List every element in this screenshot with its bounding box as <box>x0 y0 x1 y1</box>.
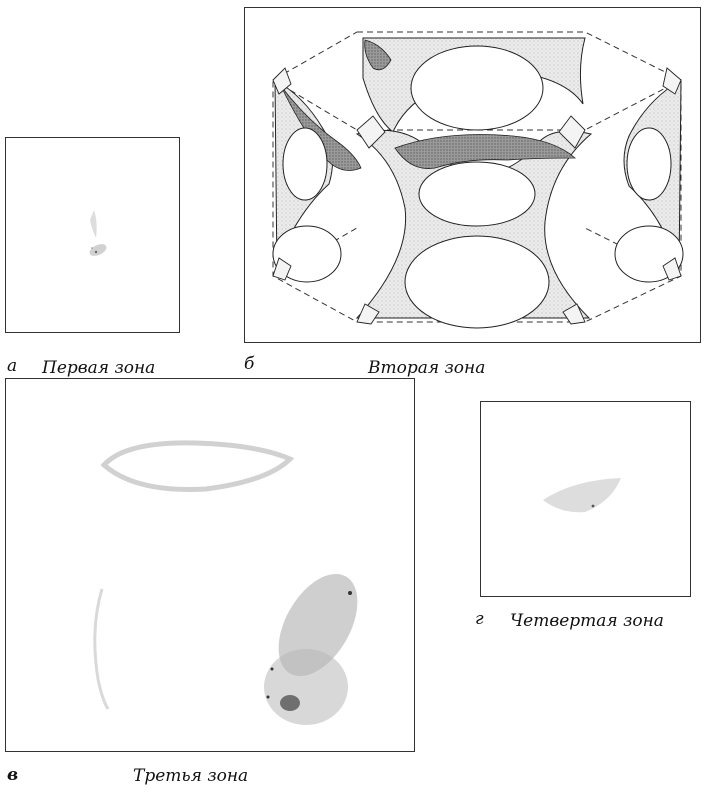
panel-g-letter: г <box>475 609 484 629</box>
panel-first-zone <box>5 137 180 333</box>
first-zone-drawing <box>6 138 181 334</box>
panel-b-caption: Вторая зона <box>368 358 485 378</box>
panel-second-zone <box>244 7 701 343</box>
panel-b-letter: б <box>244 354 254 374</box>
panel-fourth-zone <box>480 401 691 597</box>
panel-v-letter: в <box>7 765 18 785</box>
panel-g-caption: Четвертая зона <box>510 611 664 631</box>
fourth-zone-drawing <box>481 402 692 598</box>
third-zone-drawing <box>6 379 416 753</box>
panel-third-zone <box>5 378 415 752</box>
panel-v-caption: Третья зона <box>133 766 248 786</box>
second-zone-drawing <box>245 8 702 344</box>
panel-a-letter: а <box>7 356 17 376</box>
panel-a-caption: Первая зона <box>42 358 155 378</box>
